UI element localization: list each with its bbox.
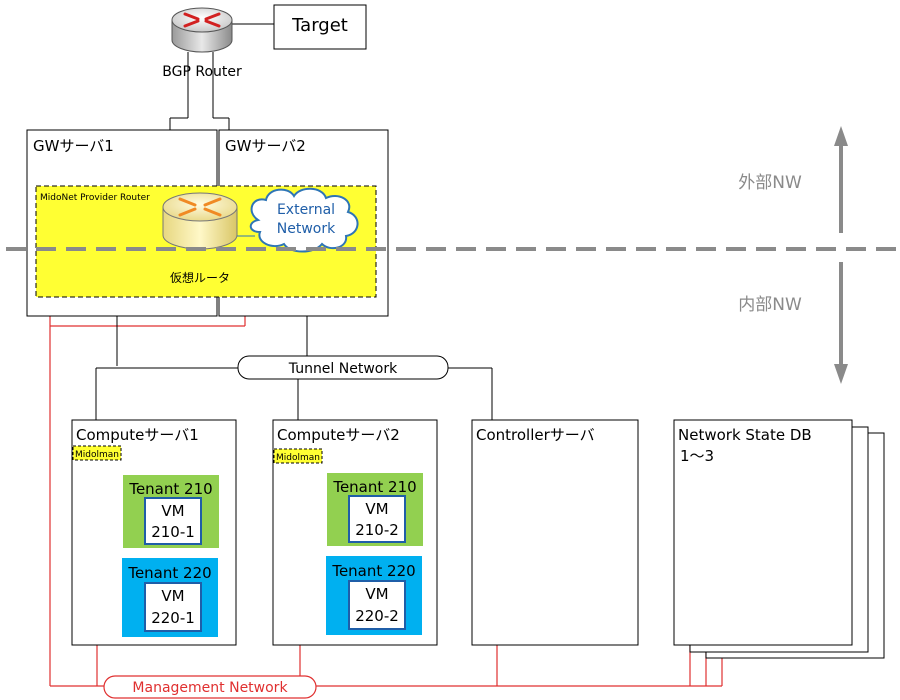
vm-220-1-label-line2: 220-1 [151,609,195,627]
management-network-pill [103,675,317,699]
controller-server-box [471,419,639,646]
target-label: Target [291,15,348,36]
outer-zone-label: 外部NW [738,173,802,193]
midolman-label-1: Midolman [75,450,119,460]
controller-server-label: Controllerサーバ [476,426,595,444]
vm-210-1-box [144,497,202,545]
tenant-220-label-2: Tenant 220 [331,562,415,580]
external-network-cloud-icon [249,187,359,253]
vm-210-1-label-line2: 210-1 [151,523,195,541]
gw-server-2-label: GWサーバ2 [225,137,306,155]
vm-210-2-label-line1: VM [365,500,388,518]
inner-zone-label: 内部NW [738,295,802,315]
management-network-label: Management Network [132,680,288,696]
target-box [273,4,367,50]
virtual-router-label: 仮想ルータ [170,270,230,285]
external-network-label-line1: External [277,202,335,218]
tenant-210-label-1: Tenant 210 [128,480,212,498]
management-network-wiring [49,310,723,687]
tunnel-network-label: Tunnel Network [288,361,398,377]
vm-220-1-box [144,582,202,632]
external-network-label-line2: Network [277,221,336,237]
virtual-router-icon [162,192,238,250]
outer-zone-arrow [834,126,848,233]
compute-server-1-label: Computeサーバ1 [76,426,199,444]
tunnel-network-pill [237,355,449,380]
state-db-label-line2: 1～3 [680,447,714,465]
state-db-label-line1: Network State DB [678,426,812,444]
compute-server-2-label: Computeサーバ2 [277,426,400,444]
vm-220-2-label-line2: 220-2 [355,607,399,625]
vm-210-2-label-line2: 210-2 [355,521,399,539]
tunnel-network-wiring [95,316,493,420]
vm-210-1-label-line1: VM [161,502,184,520]
tenant-210-label-2: Tenant 210 [332,478,416,496]
vm-210-2-box [348,495,406,543]
gw-server-1-label: GWサーバ1 [33,137,114,155]
vm-220-2-box [348,580,406,630]
tenant-220-label-1: Tenant 220 [127,564,211,582]
bgp-router-icon [171,7,233,53]
vm-220-1-label-line1: VM [161,587,184,605]
midolman-label-2: Midolman [276,453,320,463]
provider-router-label: MidoNet Provider Router [40,193,150,203]
midolman-badge-1 [72,445,122,461]
midolman-badge-2 [273,448,323,464]
state-db-box-front [673,419,853,646]
vm-220-2-label-line1: VM [365,585,388,603]
bgp-router-label: BGP Router [162,64,242,80]
inner-zone-arrow [834,262,848,384]
